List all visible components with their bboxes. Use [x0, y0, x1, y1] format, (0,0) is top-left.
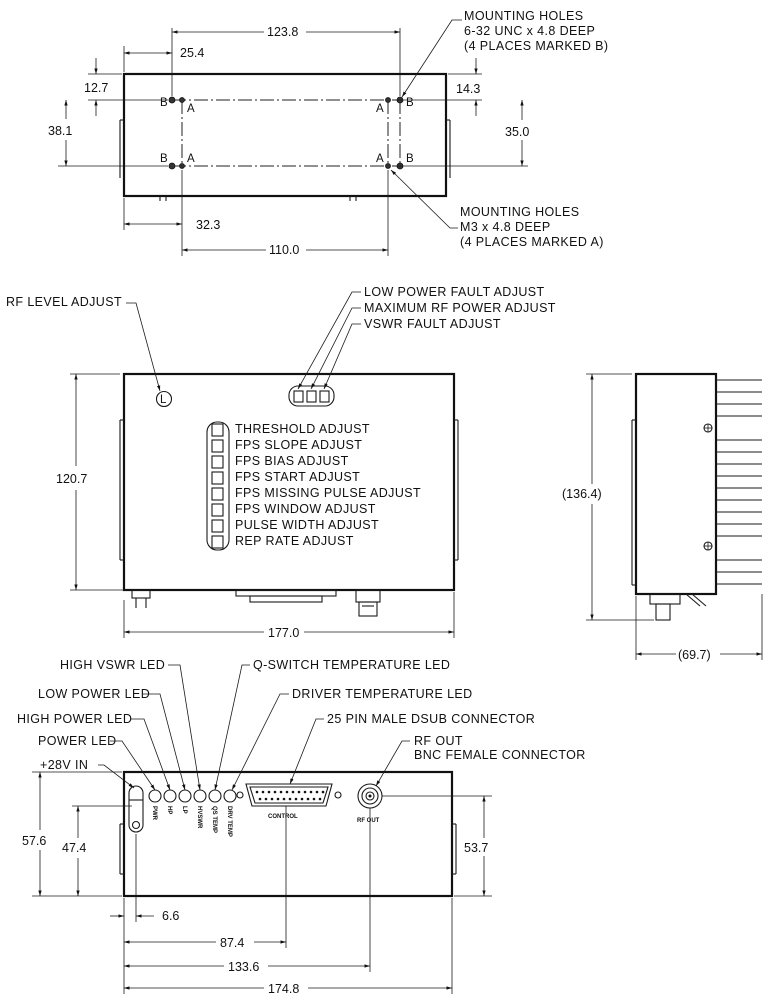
dim-pin-height: 47.4: [62, 841, 86, 855]
callout-qswitch-temp-led: Q-SWITCH TEMPERATURE LED: [253, 658, 450, 672]
panel-label-lp: LP: [181, 806, 187, 814]
callout-bnc-connector: BNC FEMALE CONNECTOR: [414, 748, 586, 762]
dim-front-width: 177.0: [268, 626, 299, 640]
hole-letter-a: A: [187, 153, 195, 165]
led-drv-temp: [223, 789, 237, 803]
callout-high-vswr-led: HIGH VSWR LED: [60, 658, 165, 672]
fault-adjust-group: [288, 385, 335, 407]
dim-dsub-x: 87.4: [220, 936, 244, 950]
led-qs-temp: [208, 789, 222, 803]
mounting-b-line1: MOUNTING HOLES: [464, 9, 584, 23]
mounting-a-line3: (4 PLACES MARKED A): [460, 235, 604, 249]
panel-label-hp: HP: [166, 806, 172, 814]
led-hvswr: [193, 789, 207, 803]
trim-label-threshold: THRESHOLD ADJUST: [235, 422, 370, 436]
callout-driver-temp-led: DRIVER TEMPERATURE LED: [292, 687, 473, 701]
panel-label-control: CONTROL: [268, 814, 298, 820]
mounting-hole-b: [168, 96, 176, 104]
mounting-b-line3: (4 PLACES MARKED B): [464, 39, 608, 53]
callout-power-led: POWER LED: [38, 734, 117, 748]
dim-top-to-b: 12.7: [84, 81, 108, 95]
mounting-hole-b: [168, 162, 176, 170]
side-view: (136.4) (69.7): [562, 372, 763, 662]
hole-letter-b: B: [406, 97, 414, 109]
mounting-hole-a: [385, 97, 391, 103]
hole-letter-b: B: [406, 153, 414, 165]
dim-left-to-a: 32.3: [196, 218, 220, 232]
panel-label-drv-temp: DRV TEMP: [226, 806, 232, 837]
fault-label-vswr: VSWR FAULT ADJUST: [364, 317, 501, 331]
mounting-b-line2: 6-32 UNC x 4.8 DEEP: [464, 24, 595, 38]
trim-label-pulse-width: PULSE WIDTH ADJUST: [235, 518, 379, 532]
dim-right-height: 53.7: [464, 841, 488, 855]
panel-label-qs-temp: QS TEMP: [211, 806, 217, 833]
panel-label-rf-out: RF OUT: [357, 818, 380, 824]
dim-side-depth: (69.7): [678, 648, 711, 662]
dim-a-spacing: 110.0: [269, 243, 299, 257]
led-hp: [163, 789, 177, 803]
dim-end-height: 57.6: [22, 834, 46, 848]
top-view-body: [122, 72, 448, 198]
led-lp: [178, 789, 192, 803]
fault-label-max-rf-power: MAXIMUM RF POWER ADJUST: [364, 301, 556, 315]
power-input-pin: [128, 785, 144, 833]
heatsink-fins: [716, 379, 762, 585]
dim-overall-b-spacing: 123.8: [267, 25, 298, 39]
trim-label-fps-missing-pulse: FPS MISSING PULSE ADJUST: [235, 486, 421, 500]
callout-28v-in: +28V IN: [40, 758, 88, 772]
mounting-a-line2: M3 x 4.8 DEEP: [460, 220, 551, 234]
rf-level-adjust-knob: [155, 390, 173, 408]
hole-letter-a: A: [187, 103, 195, 115]
trim-pot-column: [206, 421, 230, 551]
dim-side-height: (136.4): [562, 487, 602, 501]
rf-level-adjust-label: RF LEVEL ADJUST: [6, 295, 122, 309]
side-view-body: [634, 372, 718, 596]
top-view: B B B B A A A A 123.8 25.4 12.7 38.1 14.…: [48, 9, 608, 257]
mounting-hole-a: [179, 163, 185, 169]
hole-letter-b: B: [160, 97, 168, 109]
callout-dsub-connector: 25 PIN MALE DSUB CONNECTOR: [327, 712, 535, 726]
end-view-body: [122, 770, 454, 898]
trim-label-fps-start: FPS START ADJUST: [235, 470, 360, 484]
mounting-a-line1: MOUNTING HOLES: [460, 205, 580, 219]
mounting-hole-a: [179, 97, 185, 103]
callout-rf-out: RF OUT: [414, 734, 463, 748]
dim-top-to-a-right: 14.3: [456, 82, 480, 96]
knob-glyph: L: [160, 394, 167, 406]
led-pwr: [148, 789, 162, 803]
mounting-hole-a: [385, 163, 391, 169]
dim-pin-x: 6.6: [162, 909, 179, 923]
dim-left-to-b: 25.4: [180, 46, 204, 60]
trim-label-rep-rate: REP RATE ADJUST: [235, 534, 354, 548]
callout-low-power-led: LOW POWER LED: [38, 687, 150, 701]
front-view: L THRESHOLD ADJUST FPS SLOPE ADJUST FPS …: [6, 285, 556, 640]
dim-a-vertical: 35.0: [505, 125, 529, 139]
trim-pots: [211, 423, 224, 549]
dim-end-width: 174.8: [268, 982, 299, 996]
fault-label-low-power: LOW POWER FAULT ADJUST: [364, 285, 545, 299]
dim-bnc-x: 133.6: [228, 960, 259, 974]
bnc-connector: [357, 783, 383, 809]
hole-letter-b: B: [160, 153, 168, 165]
trim-label-fps-slope: FPS SLOPE ADJUST: [235, 438, 362, 452]
trim-label-fps-bias: FPS BIAS ADJUST: [235, 454, 349, 468]
callout-high-power-led: HIGH POWER LED: [17, 712, 132, 726]
end-view: PWR HP LP HVSWR QS TEMP DRV TEMP CONTROL: [17, 658, 586, 996]
dim-front-height: 120.7: [56, 472, 87, 486]
trim-label-fps-window: FPS WINDOW ADJUST: [235, 502, 376, 516]
panel-label-pwr: PWR: [151, 806, 157, 821]
hole-letter-a: A: [376, 153, 384, 165]
hole-letter-a: A: [376, 103, 384, 115]
panel-label-hvswr: HVSWR: [196, 806, 202, 829]
dim-b-vertical: 38.1: [48, 124, 72, 138]
dsub-connector: [236, 783, 342, 807]
